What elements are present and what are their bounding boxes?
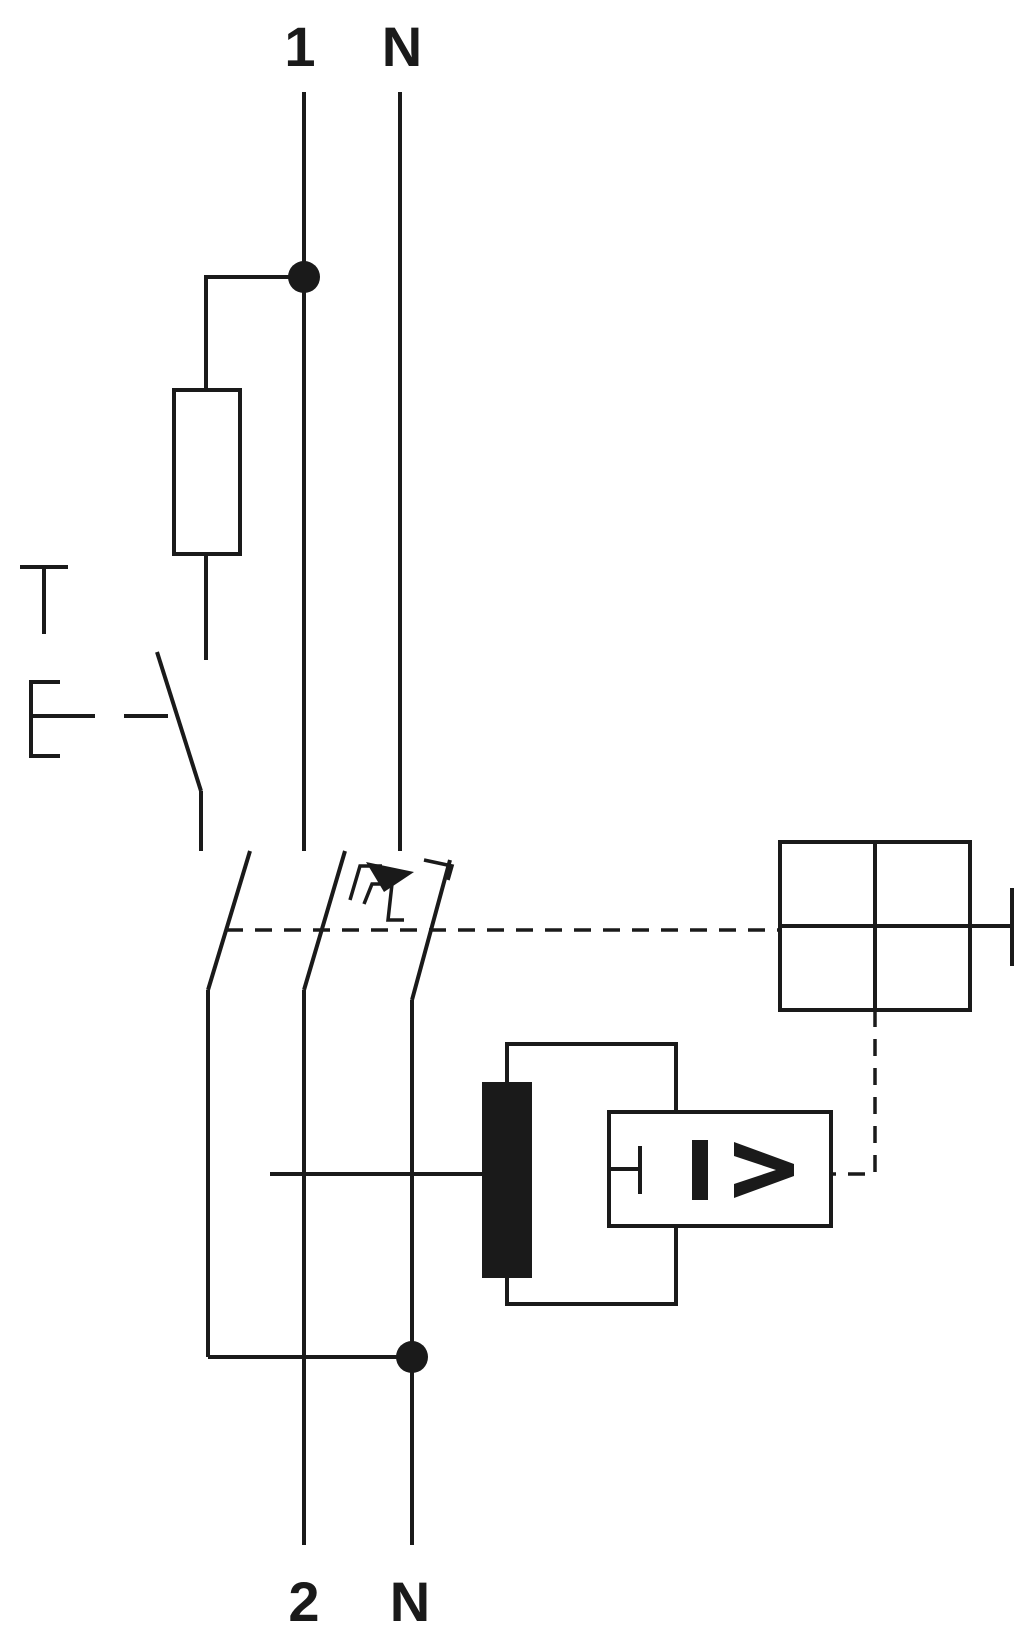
trip-unit-i-glyph: [692, 1140, 708, 1200]
main-contact-1: [206, 850, 252, 991]
terminal-label-top-n: N: [382, 15, 422, 78]
test-branch-wire: [204, 275, 304, 390]
test-button-t-symbol: [20, 565, 68, 634]
trip-unit-greater-than-glyph: [734, 1142, 794, 1198]
terminal-label-bottom-2: 2: [288, 1570, 319, 1632]
terminal-label-top-1: 1: [284, 15, 315, 78]
current-transformer-core: [482, 1082, 532, 1278]
latch-mechanism-box: [778, 840, 1014, 1012]
test-resistor: [172, 388, 242, 556]
main-contact-2: [302, 850, 347, 991]
neutral-junction-dot: [396, 1341, 428, 1373]
secondary-loop-top: [505, 1042, 678, 1112]
push-button-head: [29, 680, 60, 758]
secondary-loop-bottom: [505, 1226, 678, 1306]
test-switch-blade: [155, 651, 203, 792]
thermal-magnetic-release-icon: [348, 858, 455, 922]
trip-unit-box: [607, 1110, 833, 1228]
trip-link-dashed: [832, 1010, 877, 1176]
terminal-label-bottom-n: N: [390, 1570, 430, 1632]
